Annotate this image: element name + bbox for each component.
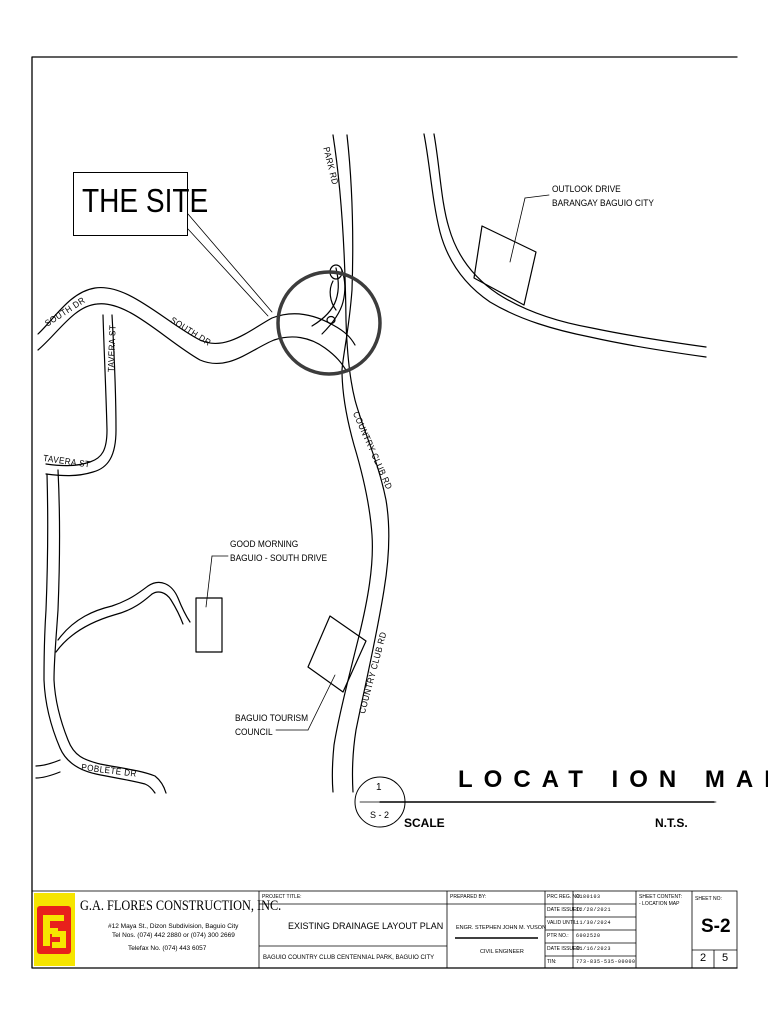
site-callout-box: THE SITE [73,172,208,236]
outlook-drive-road [423,133,707,358]
field-value: 773-835-535-00000 [576,959,636,965]
project-location: BAGUIO COUNTRY CLUB CENTENNIAL PARK, BAG… [263,955,435,961]
field-label: DATE ISSUED: [547,946,582,952]
south-dr-road [37,287,356,346]
sheet-number: S-2 [701,916,731,937]
field-value: 12/28/2021 [576,907,612,913]
company-logo [34,893,75,966]
landmark-label-good-morning: GOOD MORNING BAGUIO - SOUTH DRIVE [230,539,328,564]
field-label: PRC REG. NO. [547,894,582,900]
prepared-by-label: PREPARED BY: [450,894,487,900]
sheet-no-label: SHEET NO: [695,896,722,902]
project-title-label: PROJECT TITLE: [262,894,302,900]
scale-label: SCALE [404,816,445,830]
landmark-label-tourism-council: BAGUIO TOURISM COUNCIL [235,713,309,738]
engineer-title: CIVIL ENGINEER [480,949,524,955]
field-label: VALID UNTIL: [547,920,579,926]
site-label: THE SITE [82,182,209,219]
company-tel: Tel Nos. (074) 442 2880 or (074) 300 266… [112,932,235,939]
good-morning-building [195,597,223,653]
engineer-name: ENGR. STEPHEN JOHN M. YUSON [456,925,547,931]
sheet-content: - LOCATION MAP [639,901,680,907]
tavera-st-road [45,314,108,467]
company-telefax: Telefax No. (074) 443 6057 [128,945,207,952]
field-value: 11/30/2024 [576,920,612,926]
sheet-content-label: SHEET CONTENT: [639,894,682,900]
detail-number: 1 [376,782,382,793]
scale-value: N.T.S. [655,816,688,830]
field-label: DATE ISSUED: [547,907,582,913]
field-value: 0180103 [576,894,601,900]
sheet-index: 2 [700,952,707,964]
detail-bubble [354,776,406,828]
site-circle [276,270,382,376]
street-label-tavera-st: TAVERA ST [106,324,118,373]
outlook-building [473,225,537,306]
field-value: 01/16/2023 [576,946,612,952]
company-address: #12 Maya St., Dizon Subdivision, Baguio … [108,923,239,930]
sheet-total: 5 [722,952,729,964]
field-value: 6002520 [576,933,601,939]
field-label: PTR NO.: [547,933,569,939]
detail-sheet: S - 2 [370,810,390,820]
project-title: EXISTING DRAINAGE LAYOUT PLAN [288,921,444,931]
park-country-club-rd [332,134,390,793]
tourism-building [307,615,367,693]
field-label: TIN: [547,959,557,965]
title-block-grid [31,890,738,969]
map-title: LOCAT ION MAP [458,766,768,793]
landmark-label-outlook: OUTLOOK DRIVE BARANGAY BAGUIO CITY [552,184,654,209]
company-name: G.A. FLORES CONSTRUCTION, INC. [80,898,282,914]
